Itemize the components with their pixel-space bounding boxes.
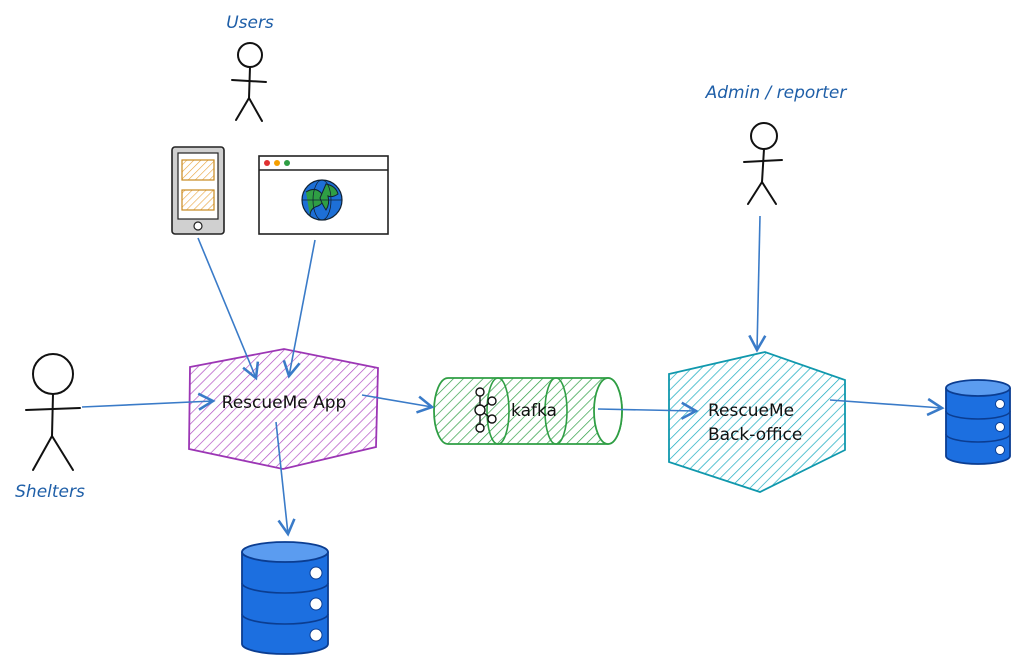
admin-to-backoffice-arrow (748, 215, 767, 353)
globe-icon (301, 179, 343, 221)
tablet-icon (171, 146, 225, 235)
app-database-icon (241, 541, 329, 655)
rescueme-app-node: RescueMe App (188, 348, 379, 470)
admin-person-icon (743, 122, 783, 205)
browser-window-icon (258, 155, 389, 235)
backoffice-to-database-arrow (829, 397, 945, 417)
browser-to-app-arrow (282, 239, 316, 379)
kafka-to-backoffice-arrow (597, 401, 699, 420)
app-to-database-arrow (275, 421, 296, 537)
users-person-icon (231, 42, 267, 122)
tablet-to-app-arrow (197, 237, 260, 381)
rescueme-backoffice-node: RescueMe Back-office (668, 351, 846, 493)
backoffice-label-line1: RescueMe (708, 401, 794, 421)
shelters-label: Shelters (15, 482, 85, 502)
admin-reporter-label: Admin / reporter (705, 83, 848, 103)
app-to-kafka-arrow (361, 394, 435, 414)
kafka-logo-icon (474, 387, 497, 433)
kafka-node: kafka (433, 377, 623, 445)
kafka-label: kafka (511, 401, 557, 421)
backoffice-database-icon (945, 379, 1011, 465)
shelters-person-icon (25, 353, 81, 471)
shelters-to-app-arrow (81, 392, 216, 411)
backoffice-label-line2: Back-office (708, 425, 802, 445)
rescueme-app-label: RescueMe App (222, 393, 347, 413)
users-label: Users (226, 13, 274, 33)
